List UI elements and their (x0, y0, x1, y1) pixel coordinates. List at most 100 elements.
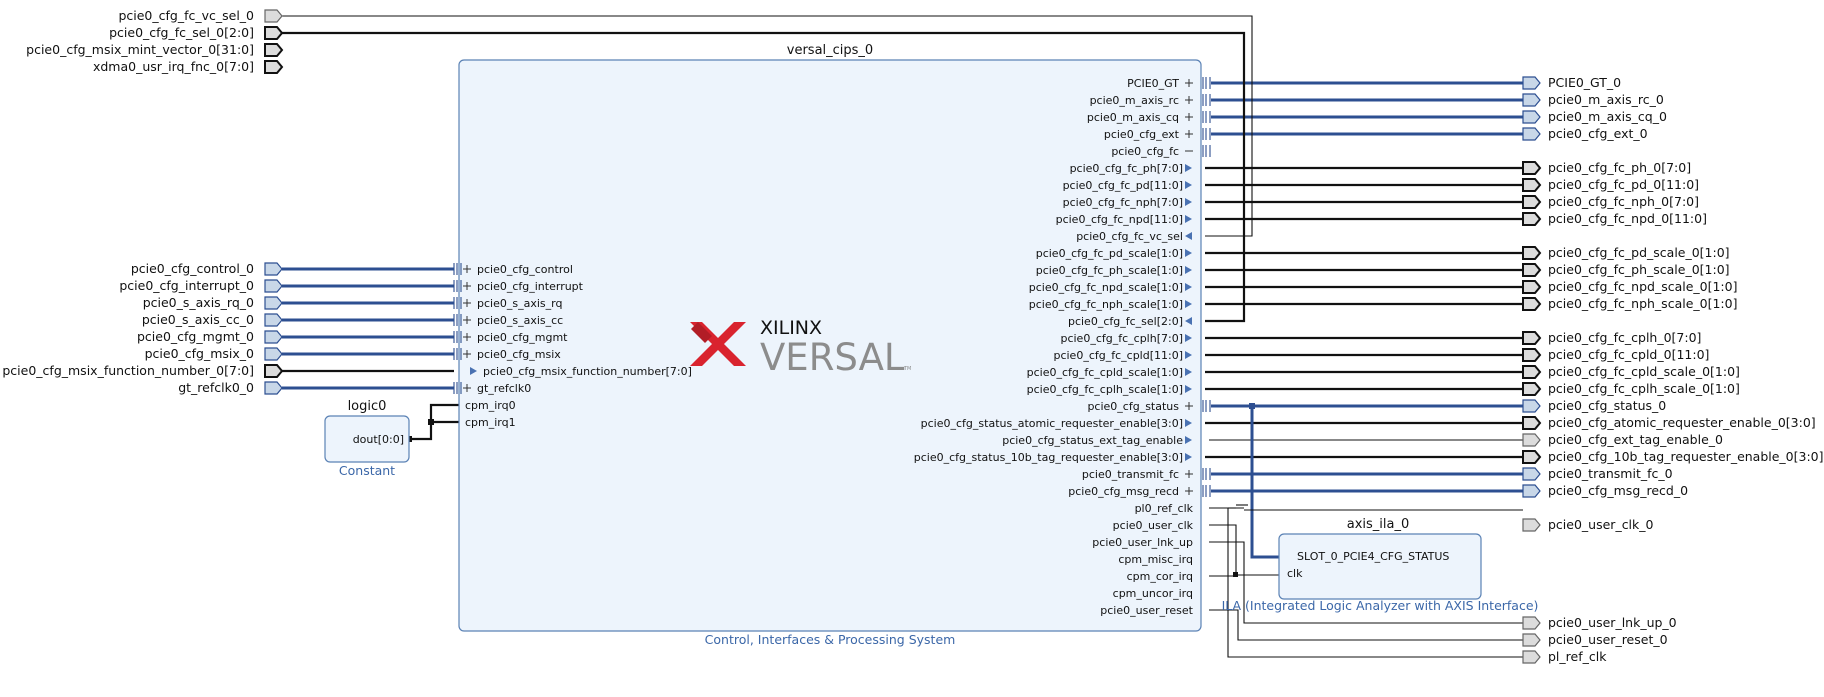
cips-port-pcie0-cfg-fc-ph-scale[interactable]: pcie0_cfg_fc_ph_scale[1:0] (1036, 264, 1192, 277)
interface-port-icon[interactable] (453, 331, 462, 343)
cips-port-pcie0-cfg-fc-vc-sel[interactable]: pcie0_cfg_fc_vc_sel (1076, 230, 1192, 243)
port-shape[interactable] (1522, 467, 1541, 481)
cips-block-body[interactable] (458, 59, 1202, 632)
cips-port-pcie0-cfg-msix[interactable]: pcie0_cfg_msix (453, 348, 561, 361)
ext-port-pcie0-cfg-msix-0[interactable]: pcie0_cfg_msix_0 (145, 346, 283, 361)
cips-port-pcie0-cfg-status-10b-tag-requester-enable[interactable]: pcie0_cfg_status_10b_tag_requester_enabl… (914, 451, 1192, 464)
interface-port-icon[interactable] (453, 314, 462, 326)
port-shape[interactable] (1522, 246, 1542, 260)
cips-port-pl0-ref-clk[interactable]: pl0_ref_clk (1135, 502, 1194, 515)
ext-port-pcie0-cfg-fc-npd-scale-0[interactable]: pcie0_cfg_fc_npd_scale_0[1:0] (1522, 279, 1737, 294)
interface-port-icon[interactable] (1202, 77, 1211, 89)
ext-port-pcie0-cfg-atomic-requester-enable-0[interactable]: pcie0_cfg_atomic_requester_enable_0[3:0] (1522, 415, 1816, 430)
cips-port-pcie0-cfg-fc-nph-scale[interactable]: pcie0_cfg_fc_nph_scale[1:0] (1029, 298, 1192, 311)
cips-port-pcie0-s-axis-rq[interactable]: pcie0_s_axis_rq (453, 297, 562, 310)
port-shape[interactable] (264, 313, 283, 327)
axis-ila-block[interactable]: axis_ila_0 SLOT_0_PCIE4_CFG_STATUS clk I… (1222, 517, 1539, 613)
cips-port-pcie0-transmit-fc[interactable]: pcie0_transmit_fc (1082, 468, 1211, 481)
cips-port-pcie0-cfg-ext[interactable]: pcie0_cfg_ext (1104, 128, 1211, 141)
logic0-body[interactable] (324, 415, 410, 463)
ext-port-pcie0-cfg-10b-tag-requester-enable-0[interactable]: pcie0_cfg_10b_tag_requester_enable_0[3:0… (1522, 449, 1824, 464)
ext-port-pcie0-cfg-control-0[interactable]: pcie0_cfg_control_0 (131, 261, 283, 276)
ext-port-pcie0-cfg-fc-pd-0[interactable]: pcie0_cfg_fc_pd_0[11:0] (1522, 177, 1699, 192)
cips-port-pcie0-cfg-interrupt[interactable]: pcie0_cfg_interrupt (453, 280, 584, 293)
port-shape[interactable] (264, 279, 283, 293)
ext-port-pcie0-cfg-ext-0[interactable]: pcie0_cfg_ext_0 (1522, 126, 1648, 141)
ext-port-pcie0-user-lnk-up-0[interactable]: pcie0_user_lnk_up_0 (1522, 615, 1677, 630)
port-shape[interactable] (1522, 382, 1542, 396)
port-shape[interactable] (264, 43, 284, 57)
ext-port-pcie0-cfg-fc-nph-0[interactable]: pcie0_cfg_fc_nph_0[7:0] (1522, 194, 1699, 209)
interface-port-icon[interactable] (1202, 468, 1211, 480)
ext-port-pcie0-cfg-ext-tag-enable-0[interactable]: pcie0_cfg_ext_tag_enable_0 (1522, 432, 1723, 447)
ext-port-pcie0-cfg-status-0[interactable]: pcie0_cfg_status_0 (1522, 398, 1666, 413)
interface-port-icon[interactable] (1202, 128, 1211, 140)
cips-port-pcie0-cfg-fc[interactable]: pcie0_cfg_fc (1111, 145, 1211, 158)
cips-port-pcie0-cfg-fc-cpld[interactable]: pcie0_cfg_fc_cpld[11:0] (1053, 349, 1192, 362)
cips-port-pcie0-cfg-fc-cplh[interactable]: pcie0_cfg_fc_cplh[7:0] (1060, 332, 1192, 345)
port-shape[interactable] (1522, 212, 1542, 226)
logic0-block[interactable]: logic0 dout[0:0] Constant (324, 399, 410, 478)
ext-port-pcie0-m-axis-rc-0[interactable]: pcie0_m_axis_rc_0 (1522, 92, 1664, 107)
cips-port-pcie0-cfg-fc-npd[interactable]: pcie0_cfg_fc_npd[11:0] (1056, 213, 1192, 226)
ext-port-pcie0-cfg-fc-vc-sel-0[interactable]: pcie0_cfg_fc_vc_sel_0 (118, 8, 283, 23)
port-shape[interactable] (1522, 280, 1542, 294)
cips-port-pcie0-cfg-fc-npd-scale[interactable]: pcie0_cfg_fc_npd_scale[1:0] (1029, 281, 1192, 294)
cips-port-pcie0-m-axis-rc[interactable]: pcie0_m_axis_rc (1090, 94, 1211, 107)
ext-port-pcie0-cfg-fc-ph-scale-0[interactable]: pcie0_cfg_fc_ph_scale_0[1:0] (1522, 262, 1730, 277)
cips-port-pcie0-cfg-msix-function-number[interactable]: pcie0_cfg_msix_function_number[7:0] (470, 365, 692, 378)
port-shape[interactable] (264, 330, 283, 344)
cips-port-pcie0-s-axis-cc[interactable]: pcie0_s_axis_cc (453, 314, 563, 327)
cips-port-pcie0-cfg-status[interactable]: pcie0_cfg_status (1087, 400, 1211, 413)
ext-port-pl-ref-clk[interactable]: pl_ref_clk (1522, 649, 1607, 664)
cips-port-pcie0-cfg-fc-cpld-scale[interactable]: pcie0_cfg_fc_cpld_scale[1:0] (1027, 366, 1192, 379)
port-shape[interactable] (1522, 616, 1541, 630)
interface-port-icon[interactable] (453, 297, 462, 309)
ext-port-pcie0-gt-0[interactable]: PCIE0_GT_0 (1522, 75, 1621, 90)
port-shape[interactable] (1522, 93, 1541, 107)
ext-port-pcie0-user-reset-0[interactable]: pcie0_user_reset_0 (1522, 632, 1668, 647)
cips-port-pcie0-cfg-fc-nph[interactable]: pcie0_cfg_fc_nph[7:0] (1063, 196, 1192, 209)
ext-port-pcie0-cfg-fc-pd-scale-0[interactable]: pcie0_cfg_fc_pd_scale_0[1:0] (1522, 245, 1730, 260)
cips-port-pcie0-cfg-control[interactable]: pcie0_cfg_control (453, 263, 573, 276)
ext-port-pcie0-cfg-fc-nph-scale-0[interactable]: pcie0_cfg_fc_nph_scale_0[1:0] (1522, 296, 1737, 311)
port-shape[interactable] (264, 381, 283, 395)
cips-port-pcie0-cfg-fc-pd-scale[interactable]: pcie0_cfg_fc_pd_scale[1:0] (1036, 247, 1192, 260)
port-shape[interactable] (264, 60, 284, 74)
port-shape[interactable] (1522, 633, 1541, 647)
port-shape[interactable] (1522, 195, 1542, 209)
cips-port-pcie0-user-reset[interactable]: pcie0_user_reset (1100, 604, 1193, 617)
cips-port-cpm-irq0[interactable]: cpm_irq0 (465, 399, 516, 412)
port-shape[interactable] (1522, 484, 1541, 498)
interface-port-icon[interactable] (453, 263, 462, 275)
port-shape[interactable] (1522, 331, 1542, 345)
ext-port-pcie0-cfg-fc-cpld-0[interactable]: pcie0_cfg_fc_cpld_0[11:0] (1522, 347, 1709, 362)
port-shape[interactable] (1522, 161, 1542, 175)
ext-port-pcie0-s-axis-cc-0[interactable]: pcie0_s_axis_cc_0 (142, 312, 283, 327)
port-shape[interactable] (1522, 399, 1541, 413)
ext-port-pcie0-cfg-fc-cplh-scale-0[interactable]: pcie0_cfg_fc_cplh_scale_0[1:0] (1522, 381, 1740, 396)
cips-port-pcie0-gt[interactable]: PCIE0_GT (1127, 77, 1211, 90)
ext-port-pcie0-cfg-mgmt-0[interactable]: pcie0_cfg_mgmt_0 (137, 329, 283, 344)
interface-port-icon[interactable] (1202, 485, 1211, 497)
cips-port-cpm-irq1[interactable]: cpm_irq1 (465, 416, 516, 429)
port-shape[interactable] (1522, 76, 1541, 90)
interface-port-icon[interactable] (1202, 400, 1211, 412)
port-shape[interactable] (1522, 365, 1542, 379)
port-shape[interactable] (1522, 416, 1542, 430)
interface-port-icon[interactable] (1202, 111, 1211, 123)
ext-port-pcie0-cfg-fc-ph-0[interactable]: pcie0_cfg_fc_ph_0[7:0] (1522, 160, 1691, 175)
cips-port-pcie0-cfg-msg-recd[interactable]: pcie0_cfg_msg_recd (1068, 485, 1211, 498)
port-shape[interactable] (264, 347, 283, 361)
port-shape[interactable] (1522, 263, 1542, 277)
cips-port-pcie0-cfg-fc-sel[interactable]: pcie0_cfg_fc_sel[2:0] (1068, 315, 1192, 328)
ext-port-pcie0-cfg-interrupt-0[interactable]: pcie0_cfg_interrupt_0 (119, 278, 283, 293)
cips-port-pcie0-cfg-fc-pd[interactable]: pcie0_cfg_fc_pd[11:0] (1063, 179, 1192, 192)
cips-port-gt-refclk0[interactable]: gt_refclk0 (453, 382, 531, 395)
cips-port-cpm-misc-irq[interactable]: cpm_misc_irq (1118, 553, 1193, 566)
ext-port-pcie0-cfg-fc-cplh-0[interactable]: pcie0_cfg_fc_cplh_0[7:0] (1522, 330, 1701, 345)
port-shape[interactable] (1522, 110, 1541, 124)
ext-port-pcie0-transmit-fc-0[interactable]: pcie0_transmit_fc_0 (1522, 466, 1673, 481)
port-shape[interactable] (1522, 348, 1542, 362)
interface-port-icon[interactable] (453, 348, 462, 360)
